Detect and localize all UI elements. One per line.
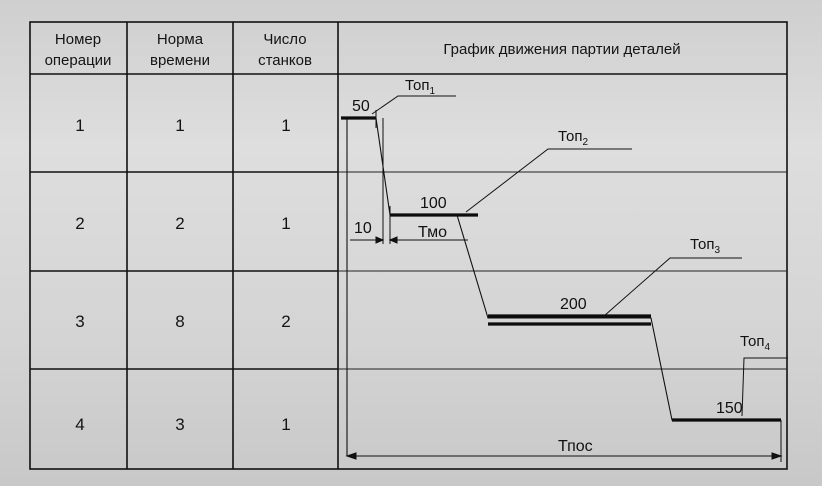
value-label: 50 xyxy=(352,98,370,115)
cell-machines: 2 xyxy=(281,312,290,331)
header-chart: График движения партии деталей xyxy=(443,41,680,58)
header-machines-line1: Число xyxy=(263,31,306,48)
cell-op: 1 xyxy=(75,116,84,135)
header-machines-line2: станков xyxy=(258,52,312,69)
value-label: 150 xyxy=(716,400,743,417)
cell-op: 3 xyxy=(75,312,84,331)
callout-label-3: Топ3 xyxy=(690,236,720,256)
cell-machines: 1 xyxy=(281,214,290,233)
cell-norm: 3 xyxy=(175,415,184,434)
callout-leader-4 xyxy=(741,357,788,417)
header-norm-line2: времени xyxy=(150,52,210,69)
cell-op: 2 xyxy=(75,214,84,233)
cell-norm: 2 xyxy=(175,214,184,233)
callout-leader-1 xyxy=(371,95,456,115)
tpos-arrow-left xyxy=(345,452,357,460)
flow-line xyxy=(347,117,760,421)
callout-leader-3 xyxy=(603,257,742,317)
value-label: 200 xyxy=(560,296,587,313)
tpos-label: Тпос xyxy=(558,438,593,455)
callout-label-1: Топ1 xyxy=(405,77,435,97)
cell-norm: 1 xyxy=(175,116,184,135)
gap-arrow xyxy=(375,236,385,244)
header-norm-line1: Норма xyxy=(157,31,204,48)
header-op-line1: Номер xyxy=(55,31,101,48)
value-label: 100 xyxy=(420,195,447,212)
cell-machines: 1 xyxy=(281,116,290,135)
header-op-line2: операции xyxy=(45,52,112,69)
table-border xyxy=(29,21,788,470)
cell-norm: 8 xyxy=(175,312,184,331)
callout-label-4: Топ4 xyxy=(740,333,770,353)
cell-machines: 1 xyxy=(281,415,290,434)
tmo-label: Тмо xyxy=(418,224,447,241)
gap-label: 10 xyxy=(354,220,372,237)
tmo-arrow xyxy=(388,236,398,244)
tpos-arrow-right xyxy=(771,452,783,460)
callout-label-2: Топ2 xyxy=(558,128,588,148)
cell-op: 4 xyxy=(75,415,84,434)
callout-leader-2 xyxy=(465,148,632,213)
